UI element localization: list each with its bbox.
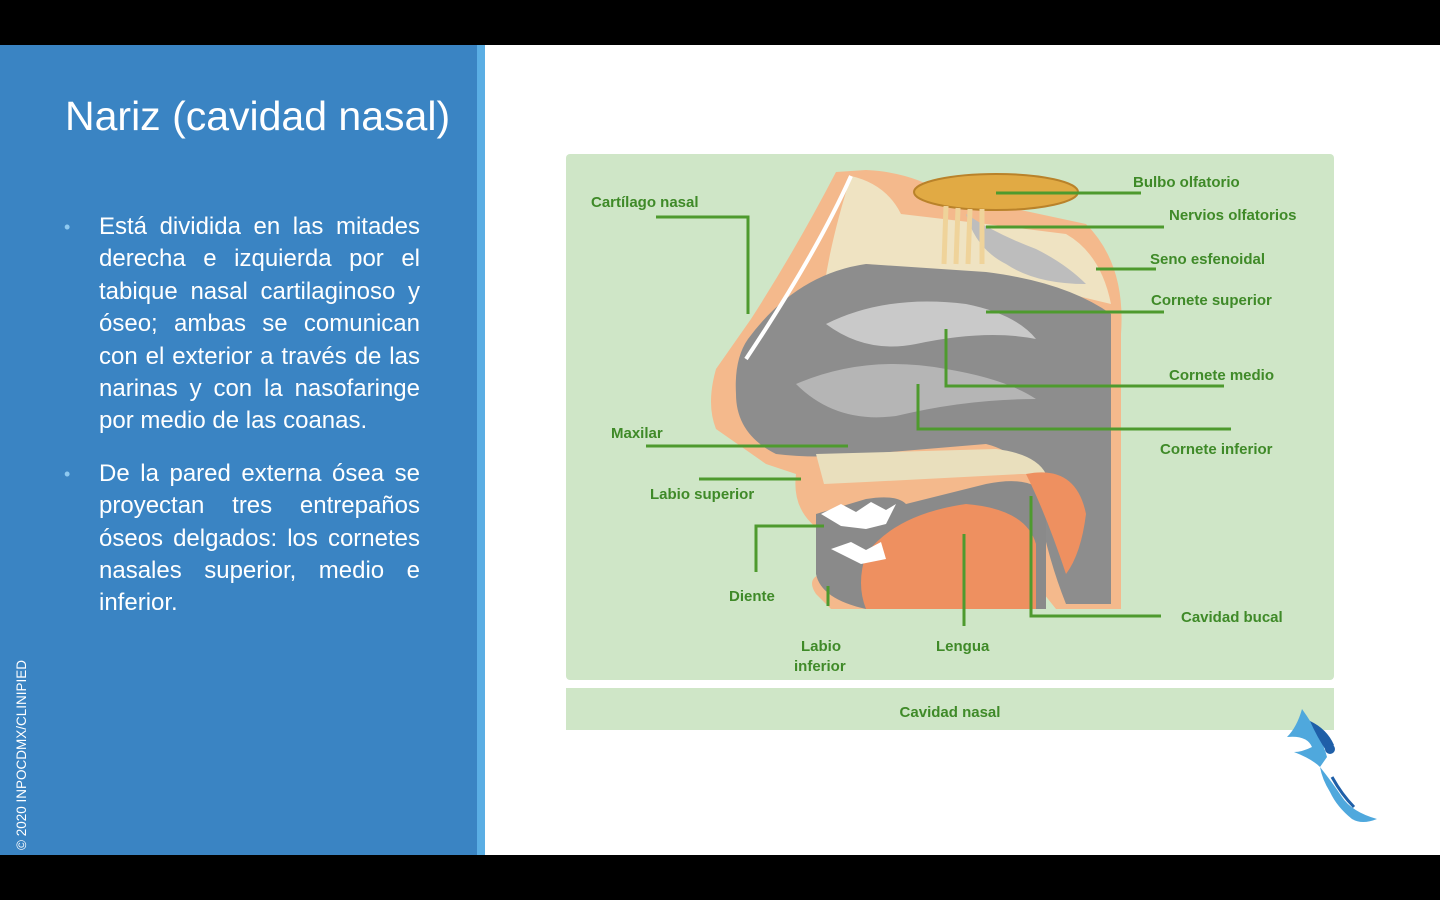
caption-background — [566, 688, 1334, 730]
copyright-text: © 2020 INPOCDMX/CLINIPIED — [14, 659, 29, 850]
palate-bone — [816, 449, 1046, 484]
bullet-item: • Está dividida en las mitades derecha e … — [64, 211, 420, 438]
label-cornete-superior: Cornete superior — [1151, 292, 1272, 309]
label-lengua: Lengua — [936, 638, 990, 655]
pharynx — [1026, 472, 1086, 574]
bullet-text: Está dividida en las mitades derecha e i… — [99, 213, 420, 435]
sphenoid-sinus — [966, 214, 1086, 284]
label-bulbo-olfatorio: Bulbo olfatorio — [1133, 174, 1240, 191]
label-labio-superior: Labio superior — [650, 486, 754, 503]
label-cavidad-bucal: Cavidad bucal — [1181, 609, 1283, 626]
label-cornete-inferior: Cornete inferior — [1160, 441, 1273, 458]
bone-region — [821, 176, 1111, 314]
label-seno-esfenoidal: Seno esfenoidal — [1150, 251, 1265, 268]
slide-title: Nariz (cavidad nasal) — [65, 93, 451, 139]
diagram-caption: Cavidad nasal — [900, 704, 1001, 721]
nasal-cavity-diagram: Cartílago nasal Bulbo olfatorio Nervios … — [566, 154, 1334, 730]
tongue — [861, 504, 1036, 609]
label-labio-inferior-1: Labio — [801, 638, 841, 655]
cartilage-line — [744, 175, 853, 361]
bullet-list: • Está dividida en las mitades derecha e … — [64, 211, 420, 640]
label-labio-inferior-2: inferior — [794, 658, 846, 675]
turbinate-superior — [826, 301, 1036, 347]
label-cornete-medio: Cornete medio — [1169, 367, 1274, 384]
label-maxilar: Maxilar — [611, 425, 663, 442]
bullet-item: • De la pared externa ósea se proyectan t… — [64, 458, 420, 620]
label-diente: Diente — [729, 588, 775, 605]
turbinate-middle — [796, 364, 1036, 418]
label-nervios-olfatorios: Nervios olfatorios — [1169, 207, 1297, 224]
olfactory-nerves — [941, 205, 985, 265]
slide: Nariz (cavidad nasal) • Está dividida en … — [0, 45, 1440, 855]
accent-bar — [477, 45, 485, 855]
lower-teeth — [831, 542, 886, 564]
upper-teeth — [821, 502, 896, 529]
nasal-cavity-region — [735, 264, 1111, 604]
diagram-divider — [566, 680, 1334, 688]
leader-lines — [646, 191, 1231, 626]
bullet-text: De la pared externa ósea se proyectan tr… — [99, 459, 420, 617]
label-cartilago-nasal: Cartílago nasal — [591, 194, 699, 211]
title-panel: Nariz (cavidad nasal) • Está dividida en … — [0, 45, 477, 855]
bullet-dot-icon: • — [64, 463, 71, 484]
bullet-dot-icon: • — [64, 217, 71, 237]
winged-logo-icon — [1282, 707, 1382, 827]
